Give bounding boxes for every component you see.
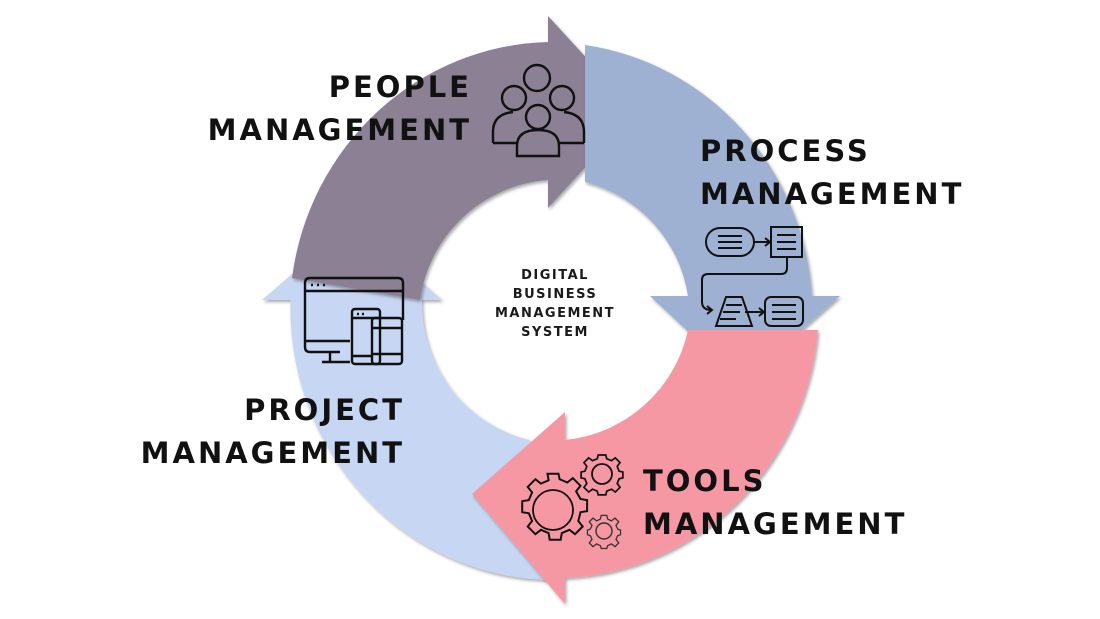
people-group-icon [491,63,586,158]
gears-icon [521,454,624,550]
process-label-line2: MANAGEMENT [700,177,965,211]
project-management-label: PROJECT MANAGEMENT [130,389,405,475]
tools-label-line2: MANAGEMENT [643,507,908,541]
project-label-line2: MANAGEMENT [140,436,405,470]
project-label-line1: PROJECT [244,393,405,427]
people-label-line1: PEOPLE [328,70,472,104]
flowchart-icon [701,226,804,327]
people-arrow [292,16,636,300]
tools-arrow [472,330,818,604]
devices-icon [303,276,405,366]
people-management-label: PEOPLE MANAGEMENT [200,66,472,152]
center-line-4: SYSTEM [521,325,589,340]
tools-label-line1: TOOLS [643,464,767,498]
center-line-2: BUSINESS [512,287,598,302]
tools-management-label: TOOLS MANAGEMENT [643,460,907,546]
center-line-1: DIGITAL [521,268,589,283]
center-title: DIGITAL BUSINESS MANAGEMENT SYSTEM [470,266,640,342]
process-label-line1: PROCESS [700,134,871,168]
center-line-3: MANAGEMENT [494,306,616,321]
process-management-label: PROCESS MANAGEMENT [700,130,964,216]
people-label-line2: MANAGEMENT [207,113,472,147]
